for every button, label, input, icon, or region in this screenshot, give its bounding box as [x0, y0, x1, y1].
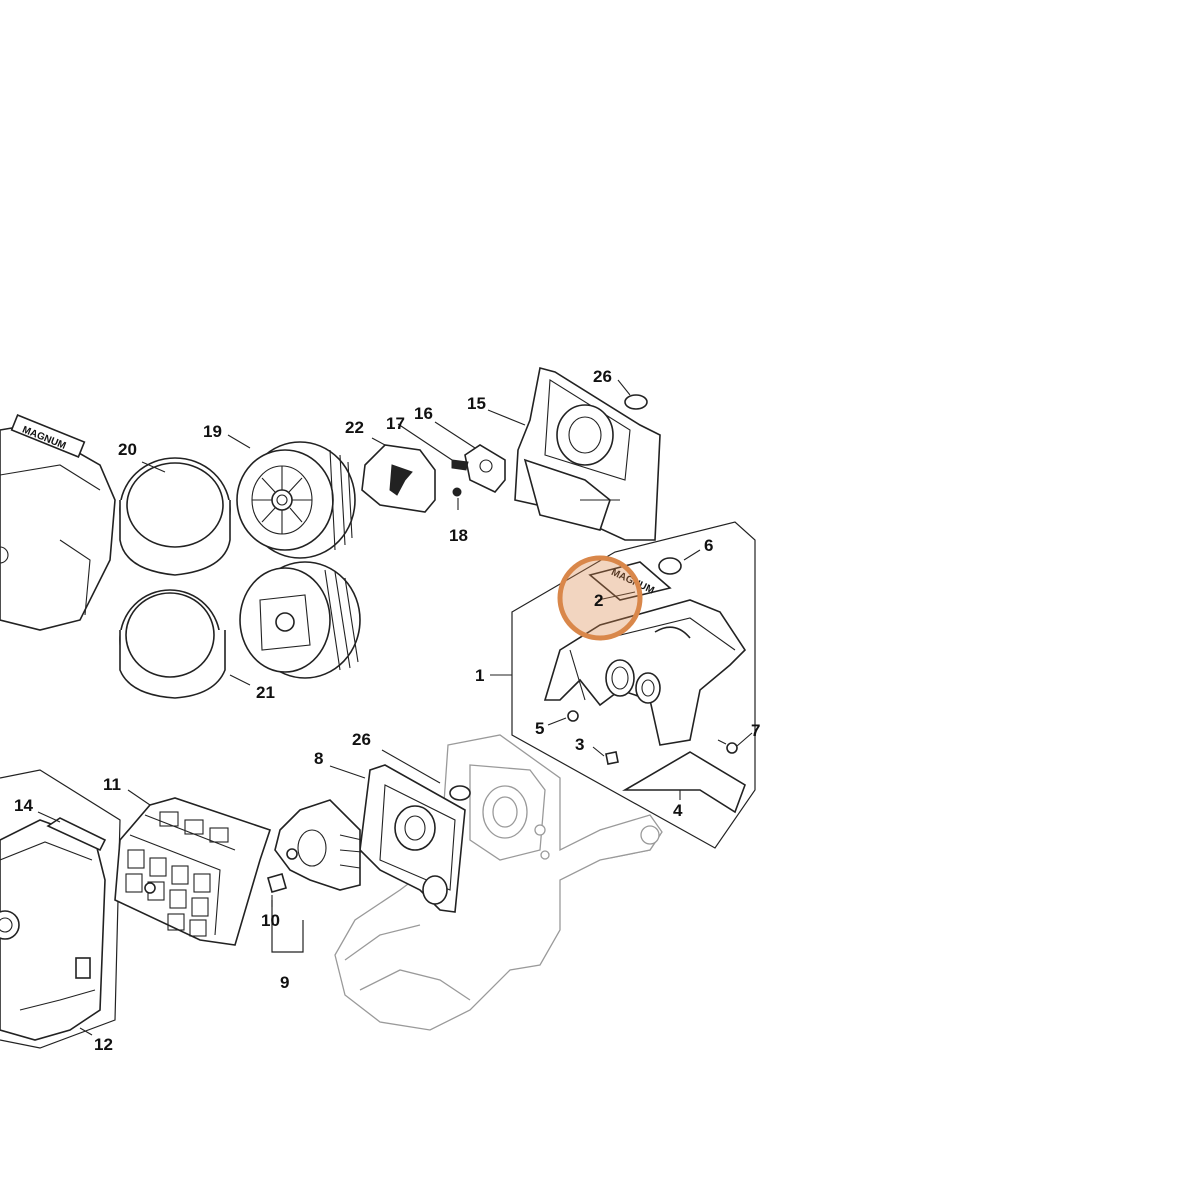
callout-9: 9 [280, 973, 289, 992]
callout-20: 20 [118, 440, 137, 459]
band-part-21 [119, 589, 226, 699]
callout-26-top: 26 [593, 367, 612, 386]
carrier-part-15 [514, 367, 661, 541]
callout-22: 22 [345, 418, 364, 437]
bracket-12 [0, 769, 121, 1049]
air-filter-lower [239, 561, 361, 679]
part-17 [451, 459, 469, 471]
callout-11: 11 [103, 775, 121, 794]
part-5 [567, 710, 579, 722]
part-22 [361, 444, 436, 513]
part-9 [274, 799, 363, 891]
part-26-top [624, 394, 648, 410]
leader-lines [37, 379, 753, 1036]
chainsaw-housing-ghost [334, 734, 663, 1031]
callout-2[interactable]: 2 [594, 591, 603, 610]
callout-3: 3 [575, 735, 584, 754]
cover-part-12 [0, 819, 106, 1041]
cover-upper-left: MAGNUM [0, 414, 116, 631]
bracket-9 [271, 900, 304, 953]
callout-8: 8 [314, 749, 323, 768]
part-18 [452, 487, 462, 497]
callout-7: 7 [751, 721, 760, 740]
carrier-part-8 [359, 764, 466, 913]
part-16 [464, 444, 506, 493]
part-3 [605, 751, 619, 765]
callout-12: 12 [94, 1035, 113, 1054]
callout-26-bottom: 26 [352, 730, 371, 749]
callout-21: 21 [256, 683, 275, 702]
highlight-circle[interactable] [557, 555, 643, 641]
plate-part-4 [622, 751, 746, 814]
callout-17: 17 [386, 414, 405, 433]
band-part-20 [119, 457, 231, 576]
highlight-marker[interactable]: 2 [557, 555, 643, 641]
callout-15: 15 [467, 394, 486, 413]
part-10 [267, 873, 287, 893]
part-26-bottom [449, 785, 471, 801]
callout-labels: 1 3 4 5 6 7 8 9 10 11 12 14 15 16 17 18 … [14, 367, 760, 1054]
callout-6: 6 [704, 536, 713, 555]
part-7 [717, 739, 738, 754]
callout-18: 18 [449, 526, 468, 545]
callout-1: 1 [475, 666, 484, 685]
callout-4: 4 [673, 801, 683, 820]
callout-14: 14 [14, 796, 33, 815]
bracket-1 [511, 521, 756, 849]
callout-5: 5 [535, 719, 544, 738]
air-filter-part-19 [236, 441, 356, 559]
grille-part-11 [114, 797, 272, 946]
callout-19: 19 [203, 422, 222, 441]
callout-10: 10 [261, 911, 280, 930]
part-6 [658, 557, 682, 575]
callout-16: 16 [414, 404, 433, 423]
